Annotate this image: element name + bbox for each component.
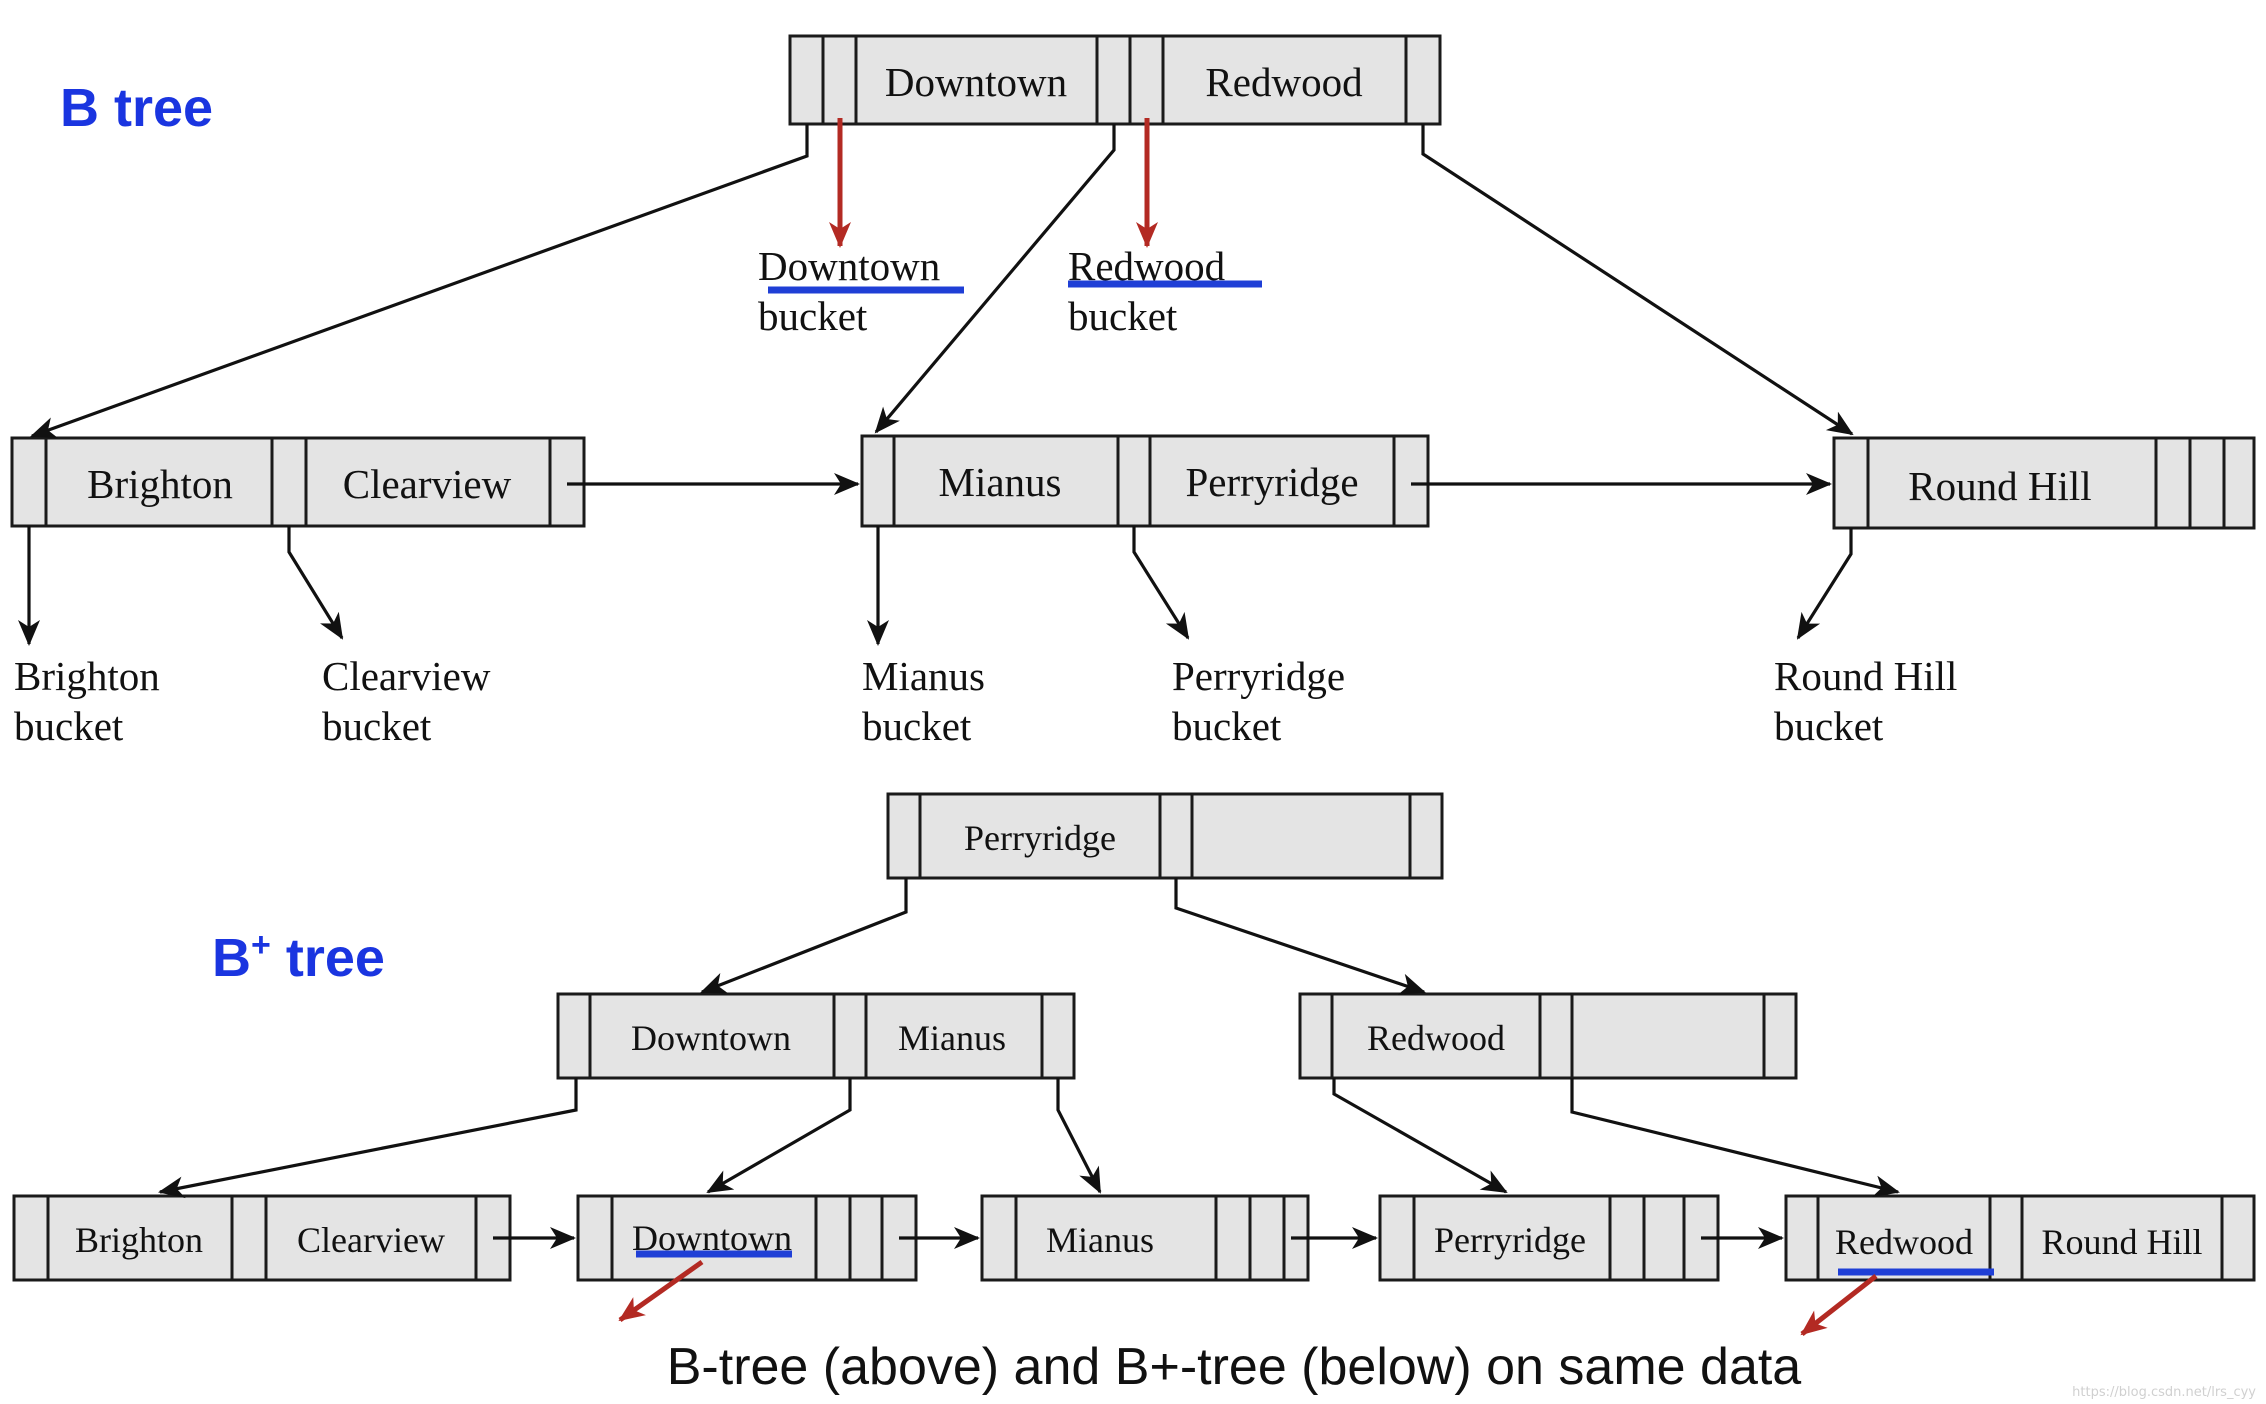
bplus-leaf-node-3: Mianus <box>980 1194 1310 1282</box>
roundhill-bucket-label-1: Round Hill <box>1774 653 1957 699</box>
bplus-inner-node-right: Redwood <box>1298 992 1798 1080</box>
bplus-leaf4-key-1: Perryridge <box>1434 1220 1586 1260</box>
btree-child-pointers <box>30 124 1854 439</box>
bplus-leaf5-key-2: Round Hill <box>2041 1222 2202 1262</box>
btree-leaf-node-1: Brighton Clearview <box>10 436 586 528</box>
perryridge-bucket-label-2: bucket <box>1172 703 1282 749</box>
bplus-leaf5-key-1: Redwood <box>1835 1222 1973 1262</box>
btree-root-key-1: Downtown <box>885 59 1067 105</box>
brighton-bucket-label-1: Brighton <box>14 653 160 699</box>
btree-leaf-bucket-pointers <box>18 526 1853 646</box>
btree-leaf-node-2: Mianus Perryridge <box>860 434 1430 528</box>
downtown-bucket-label-2: bucket <box>758 293 868 339</box>
bplus-inner-pointers <box>158 1078 1900 1199</box>
bplus-record-pointers-red <box>618 1259 1878 1336</box>
bplus-tree-label: B+ tree <box>212 926 385 988</box>
btree-leaf3-key-1: Round Hill <box>1908 463 2091 509</box>
bplus-inner-left-key-2: Mianus <box>898 1018 1006 1058</box>
bplus-leaf3-key-1: Mianus <box>1046 1220 1154 1260</box>
btree-leaf1-key-1: Brighton <box>87 461 233 507</box>
mianus-bucket-label-2: bucket <box>862 703 972 749</box>
bplus-inner-right-key-1: Redwood <box>1367 1018 1505 1058</box>
bplus-leaf-node-1: Brighton Clearview <box>12 1194 512 1282</box>
mianus-bucket-label-1: Mianus <box>862 653 985 699</box>
bplus-leaf-node-2: Downtown <box>576 1194 918 1282</box>
bplus-inner-node-left: Downtown Mianus <box>556 992 1076 1080</box>
clearview-bucket-label-2: bucket <box>322 703 432 749</box>
btree-leaf1-key-2: Clearview <box>343 461 512 507</box>
bplus-leaf-node-5: Redwood Round Hill <box>1784 1194 2256 1282</box>
diagram-caption: B-tree (above) and B+-tree (below) on sa… <box>667 1338 1802 1396</box>
btree-root-node: Downtown Redwood <box>788 34 1442 126</box>
roundhill-bucket-label-2: bucket <box>1774 703 1884 749</box>
bplus-inner-left-key-1: Downtown <box>631 1018 791 1058</box>
downtown-bucket-label-1: Downtown <box>758 243 940 289</box>
bplus-root-pointers <box>700 878 1426 995</box>
bplus-root-key-1: Perryridge <box>964 818 1116 858</box>
bplus-leaf-node-4: Perryridge <box>1378 1194 1720 1282</box>
clearview-bucket-label-1: Clearview <box>322 653 491 699</box>
perryridge-bucket-label-1: Perryridge <box>1172 653 1345 699</box>
bplus-leaf1-key-1: Brighton <box>75 1220 203 1260</box>
watermark: https://blog.csdn.net/lrs_cyy <box>2072 1385 2256 1400</box>
btree-leaf2-key-2: Perryridge <box>1185 459 1358 505</box>
btree-bucket-pointers-red <box>829 118 1158 248</box>
bplus-leaf1-key-2: Clearview <box>297 1220 445 1260</box>
btree-leaf2-key-1: Mianus <box>939 459 1062 505</box>
btree-root-key-2: Redwood <box>1205 59 1362 105</box>
btree-leaf-node-3: Round Hill <box>1832 436 2256 530</box>
redwood-bucket-label-2: bucket <box>1068 293 1178 339</box>
brighton-bucket-label-2: bucket <box>14 703 124 749</box>
btree-label: B tree <box>60 78 213 138</box>
bplus-root-node: Perryridge <box>886 792 1444 880</box>
